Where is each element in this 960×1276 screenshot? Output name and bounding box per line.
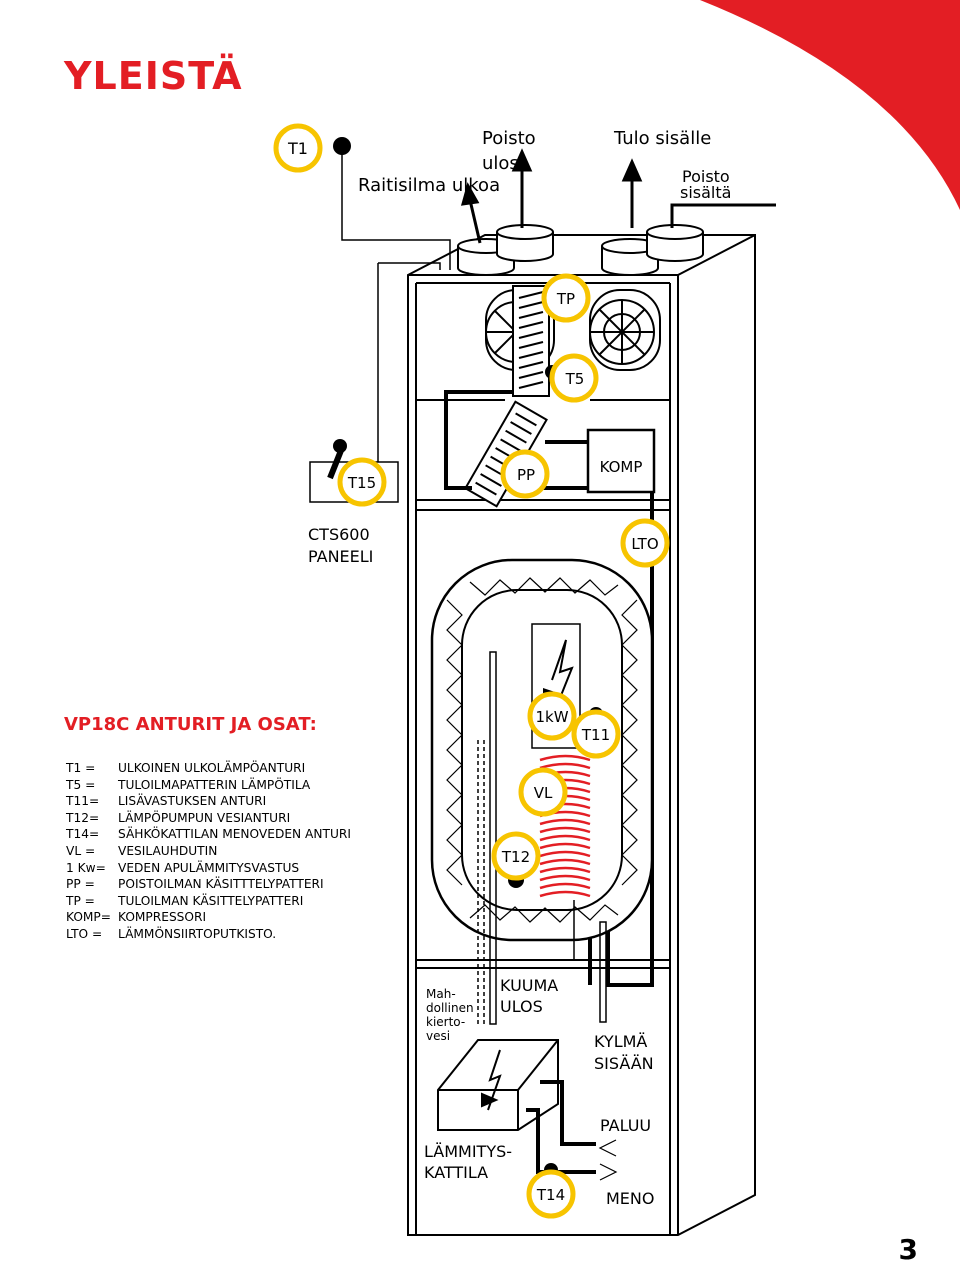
label-komp: KOMP [600, 458, 643, 476]
boiler-pipes [526, 1080, 596, 1174]
label-meno: MENO [606, 1189, 654, 1208]
duct-outlets [457, 224, 704, 276]
label-kw: 1kW [535, 708, 568, 726]
page-title: YLEISTÄ [64, 54, 243, 98]
t1-sensor-ring [273, 123, 323, 173]
water-pipes [477, 651, 607, 1025]
label-mah-1: Mah- [426, 987, 456, 1001]
t1-sensor-dot [333, 137, 351, 155]
paluu-meno-arrows [598, 1139, 618, 1181]
t5-sensor-ring [549, 353, 599, 403]
label-mah-2: dollinen [426, 1001, 474, 1015]
legend-key: T1 = [66, 761, 96, 775]
legend-row: VL = VESILAUHDUTIN [66, 843, 351, 860]
legend-value: TULOILMAN KÄSITTELYPATTERI [118, 893, 304, 908]
legend-row: LTO = LÄMMÖNSIIRTOPUTKISTO. [66, 926, 351, 943]
legend-row: TP = TULOILMAN KÄSITTELYPATTERI [66, 893, 351, 910]
legend-key: T12= [66, 810, 100, 825]
t15-sensor-ring [337, 457, 387, 507]
legend-row: T1 = ULKOINEN ULKOLÄMPÖANTURI [66, 760, 351, 777]
t11-sensor-ring [571, 709, 621, 759]
legend-key: T5 = [66, 777, 96, 792]
legend-row: 1 Kw= VEDEN APULÄMMITYSVASTUS [66, 860, 351, 877]
lammityskattila [437, 1039, 559, 1131]
legend-key: KOMP= [66, 910, 111, 925]
label-kylma-2: SISÄÄN [594, 1054, 654, 1073]
legend-value: POISTOILMAN KÄSITTTELYPATTERI [118, 877, 324, 892]
label-t14: T14 [536, 1186, 565, 1204]
label-cts-1: CTS600 [308, 525, 370, 544]
tp-sensor-ring [541, 273, 591, 323]
corner-decoration [700, 0, 960, 210]
label-mah-3: kierto- [426, 1015, 465, 1029]
legend-list: T1 = ULKOINEN ULKOLÄMPÖANTURI T5 = TULOILM… [66, 760, 351, 943]
label-vl: VL [534, 784, 553, 802]
label-poisto-ulos-1: Poisto [482, 128, 536, 149]
label-tulo-sisalle: Tulo sisälle [613, 128, 711, 149]
legend-value: VEDEN APULÄMMITYSVASTUS [118, 860, 300, 875]
label-lto: LTO [631, 535, 658, 553]
t14-sensor-ring [526, 1169, 576, 1219]
label-tp: TP [556, 290, 575, 308]
label-t1: T1 [287, 139, 308, 158]
label-kylma-1: KYLMÄ [594, 1032, 647, 1051]
lto-sensor-ring [620, 518, 670, 568]
label-paluu: PALUU [600, 1116, 651, 1135]
label-lammitys-2: KATTILA [424, 1163, 488, 1182]
legend-key: T11= [66, 794, 100, 809]
label-kuuma-2: ULOS [500, 997, 543, 1016]
legend-value: LÄMPÖPUMPUN VESIANTURI [118, 810, 291, 825]
legend-key: T14= [66, 827, 100, 842]
legend-value: SÄHKÖKATTILAN MENOVEDEN ANTURI [118, 827, 351, 842]
legend-title: VP18C ANTURIT JA OSAT: [64, 714, 317, 735]
legend-value: KOMPRESSORI [118, 910, 207, 925]
pp-sensor-ring [500, 449, 550, 499]
label-mah-4: vesi [426, 1029, 450, 1043]
legend-value: ULKOINEN ULKOLÄMPÖANTURI [118, 761, 306, 775]
label-t15: T15 [347, 474, 376, 492]
label-t5: T5 [565, 370, 585, 388]
label-pp: PP [517, 466, 535, 484]
page-number: 3 [898, 1233, 918, 1266]
vl-sensor-ring [518, 767, 568, 817]
legend-value: TULOILMAPATTERIN LÄMPÖTILA [118, 777, 311, 792]
label-poisto-sisalta-1: Poisto [682, 167, 730, 186]
legend-key: LTO = [66, 926, 103, 941]
label-kuuma-1: KUUMA [500, 976, 558, 995]
legend-row: T11= LISÄVASTUKSEN ANTURI [66, 793, 351, 810]
airflow-arrows [460, 148, 776, 244]
legend-key: VL = [66, 843, 96, 858]
legend-row: T14= SÄHKÖKATTILAN MENOVEDEN ANTURI [66, 826, 351, 843]
t12-sensor-ring [491, 831, 541, 881]
t1-cable [341, 150, 451, 470]
legend-key: PP = [66, 877, 95, 892]
legend-row: T5 = TULOILMAPATTERIN LÄMPÖTILA [66, 777, 351, 794]
legend-key: 1 Kw= [66, 860, 106, 875]
legend-row: KOMP= KOMPRESSORI [66, 909, 351, 926]
legend-key: TP = [66, 893, 95, 908]
label-cts-2: PANEELI [308, 547, 373, 566]
kw-sensor-ring [527, 691, 577, 741]
legend-value: LÄMMÖNSIIRTOPUTKISTO. [118, 926, 277, 941]
label-lammitys-1: LÄMMITYS- [424, 1142, 512, 1161]
label-raitisilma: Raitisilma ulkoa [358, 175, 500, 196]
legend-value: LISÄVASTUKSEN ANTURI [118, 794, 267, 809]
legend-row: PP = POISTOILMAN KÄSITTTELYPATTERI [66, 876, 351, 893]
label-poisto-sisalta-2: sisältä [680, 183, 731, 202]
label-t12: T12 [501, 848, 530, 866]
legend-value: VESILAUHDUTIN [118, 843, 218, 858]
legend-row: T12= LÄMPÖPUMPUN VESIANTURI [66, 810, 351, 827]
water-tank [430, 558, 654, 942]
compressor-box [586, 428, 656, 494]
label-t11: T11 [581, 726, 610, 744]
label-poisto-ulos-2: ulos [482, 153, 519, 174]
